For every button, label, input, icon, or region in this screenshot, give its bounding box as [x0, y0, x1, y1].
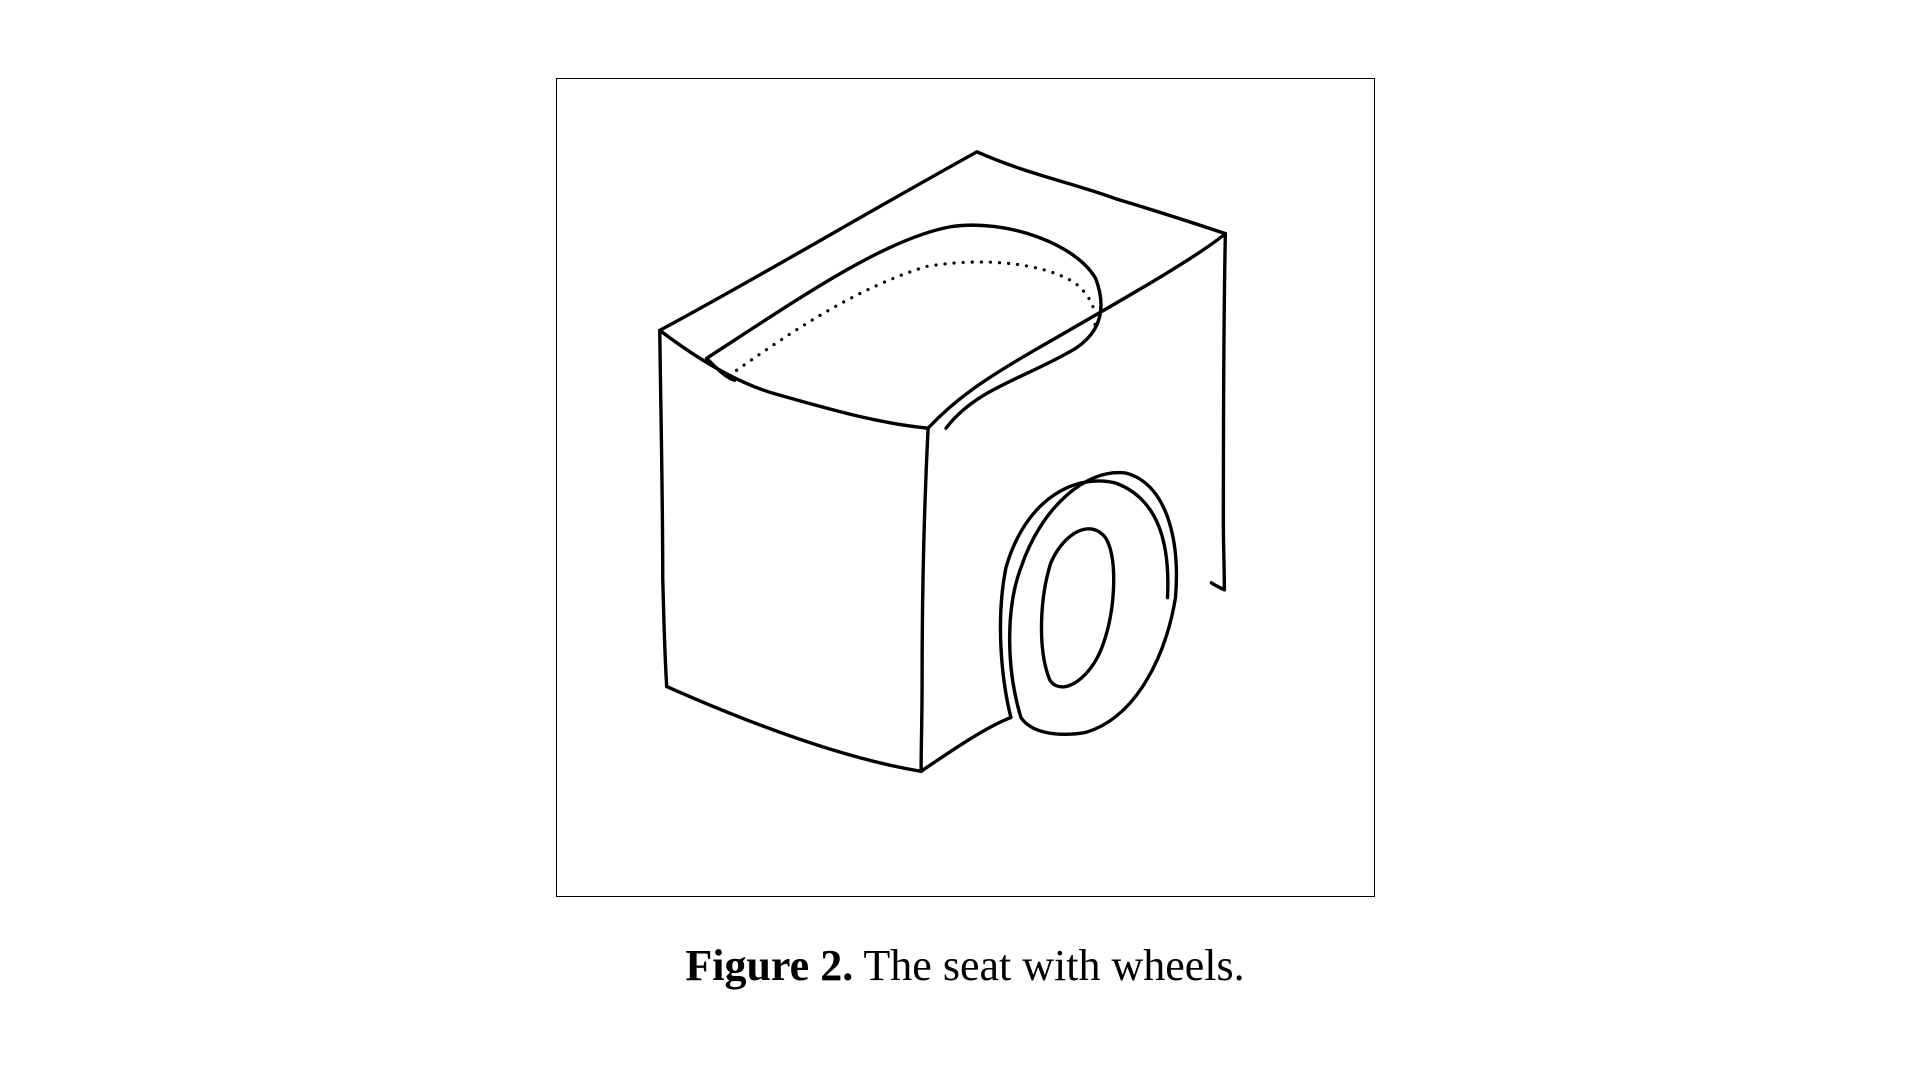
figure-frame	[556, 78, 1375, 897]
wheel-outer-tire	[1008, 470, 1179, 736]
figure-caption: Figure 2. The seat with wheels.	[0, 944, 1920, 988]
front-left-edge	[658, 328, 669, 689]
seat-cavity-outline	[704, 223, 1103, 430]
front-right-edge	[919, 426, 930, 774]
wheel-arch	[998, 479, 1170, 720]
seat-cavity-left-rim	[704, 356, 737, 382]
seat-with-wheels-illustration	[658, 150, 1228, 774]
right-bottom-edge-back	[1209, 581, 1227, 592]
right-bottom-edge	[919, 715, 1013, 774]
figure-caption-text: The seat with wheels.	[863, 941, 1245, 990]
seat-cavity-inner-rim	[734, 260, 1097, 372]
front-bottom-edge	[665, 684, 923, 774]
seat-top-outline	[658, 150, 1228, 430]
right-back-edge	[1221, 231, 1228, 592]
wheel-hub	[1039, 527, 1116, 689]
figure-caption-label: Figure 2.	[685, 941, 854, 990]
